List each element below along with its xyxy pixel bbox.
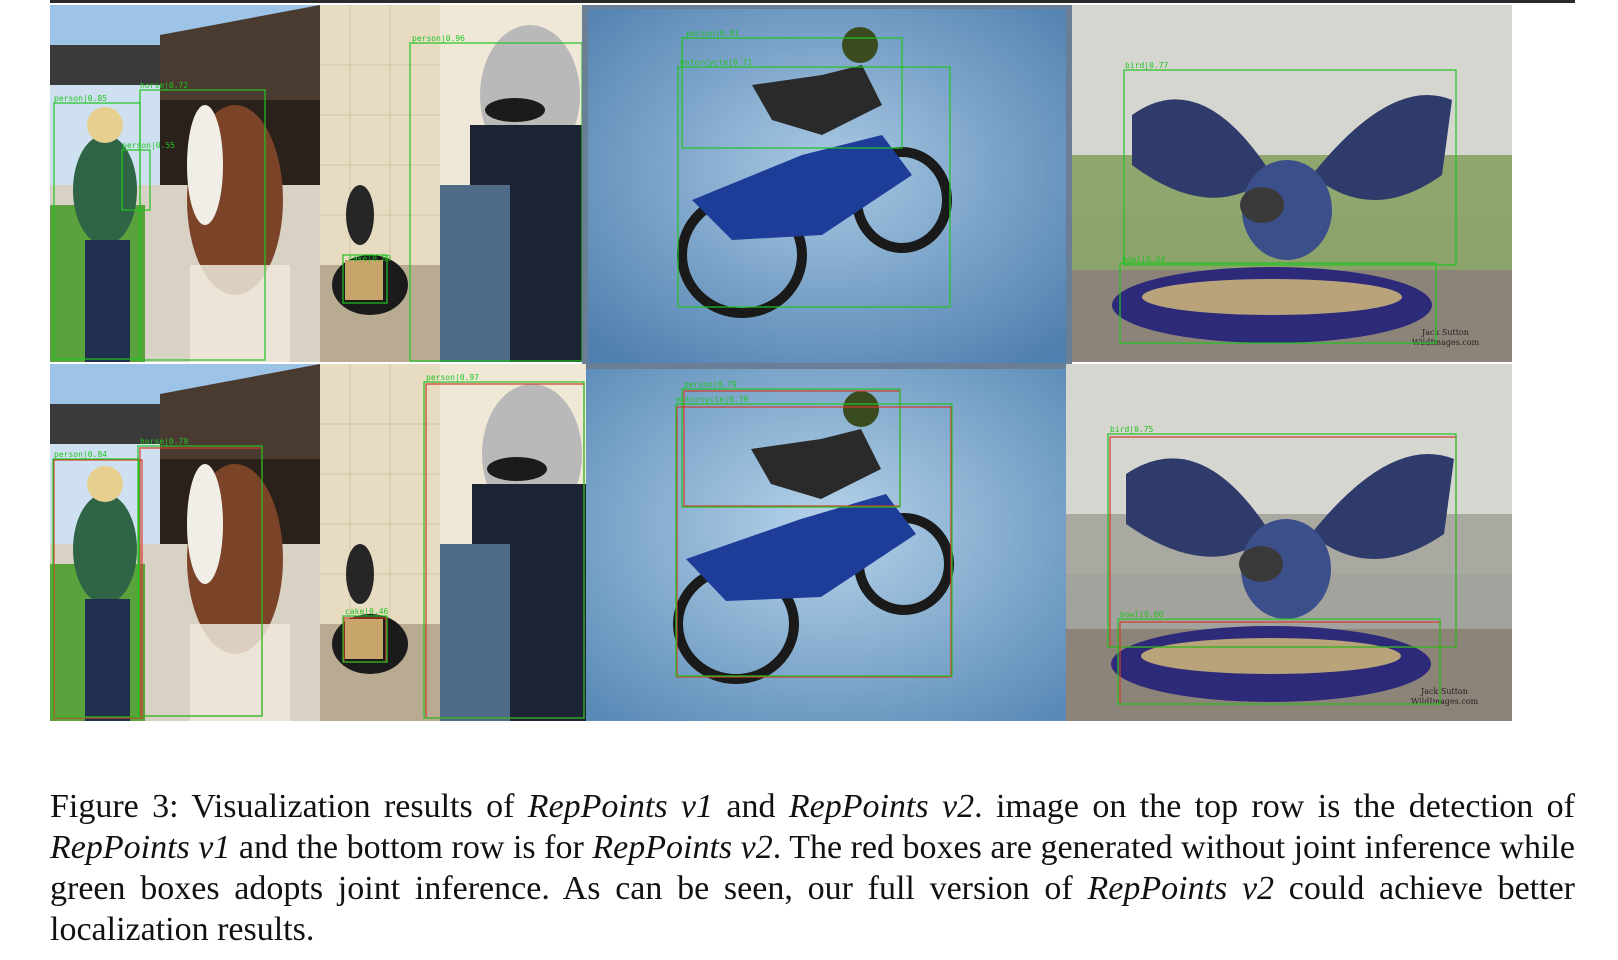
panel-top-bird: Jack Sutton WildImages.com bird|0.77 bow… bbox=[1072, 5, 1512, 362]
det-label: bowl|0.64 bbox=[1122, 255, 1166, 264]
caption-emphasis: RepPoints v2 bbox=[788, 788, 975, 825]
figure-3: horse|0.72 person|0.85 person|0.55 bbox=[50, 5, 1512, 721]
kitchen-photo-bottom: person|0.97 cake|0.46 bbox=[320, 364, 586, 721]
caption-text: and the bottom row is for bbox=[230, 829, 593, 866]
det-label: horse|0.79 bbox=[140, 437, 188, 446]
caption-emphasis: RepPoints v1 bbox=[527, 788, 714, 825]
caption-text: . image on the top row is the detection … bbox=[974, 788, 1575, 825]
det-label: horse|0.72 bbox=[140, 81, 188, 90]
caption-emphasis: RepPoints v1 bbox=[50, 829, 231, 866]
det-label: person|0.79 bbox=[684, 380, 737, 389]
panel-top-motocross: person|0.81 motorcycle|0.71 bbox=[582, 5, 1072, 369]
panel-bottom-bird: Jack Sutton WildImages.com bird|0.75 bow… bbox=[1066, 364, 1512, 721]
top-rule bbox=[50, 0, 1575, 3]
figure-caption: Figure 3: Visualization results of RepPo… bbox=[50, 786, 1575, 950]
watermark: Jack Sutton bbox=[1420, 687, 1468, 696]
watermark: WildImages.com bbox=[1411, 697, 1479, 706]
det-label: person|0.84 bbox=[54, 450, 107, 459]
det-label: motorcycle|0.71 bbox=[680, 58, 752, 67]
det-label: bird|0.77 bbox=[1125, 61, 1169, 70]
det-label: cake|0.46 bbox=[345, 607, 389, 616]
panel-top-horse: horse|0.72 person|0.85 person|0.55 bbox=[50, 5, 320, 362]
panel-bottom-motocross: person|0.79 motorcycle|0.79 bbox=[586, 369, 1066, 721]
caption-text: and bbox=[713, 788, 789, 825]
det-label: bowl|0.60 bbox=[1120, 610, 1164, 619]
bird-photo-bottom: Jack Sutton WildImages.com bird|0.75 bow… bbox=[1066, 364, 1512, 721]
det-label: person|0.55 bbox=[122, 141, 175, 150]
watermark: WildImages.com bbox=[1412, 338, 1480, 347]
motocross-photo-bottom: person|0.79 motorcycle|0.79 bbox=[586, 369, 1066, 721]
watermark: Jack Sutton bbox=[1421, 328, 1469, 337]
caption-text: . The red boxes are generated without jo… bbox=[50, 829, 1576, 907]
horse-photo-top: horse|0.72 person|0.85 person|0.55 bbox=[50, 5, 320, 362]
caption-emphasis: RepPoints v2 bbox=[592, 829, 773, 866]
det-label: person|0.81 bbox=[686, 29, 739, 38]
caption-text: could achieve better localization result… bbox=[50, 870, 1575, 948]
panel-bottom-horse: horse|0.79 person|0.84 bbox=[50, 364, 320, 721]
det-label: person|0.85 bbox=[54, 94, 107, 103]
det-label: motorcycle|0.79 bbox=[676, 395, 748, 404]
det-label: person|0.97 bbox=[426, 373, 479, 382]
motocross-photo-top: person|0.81 motorcycle|0.71 bbox=[582, 5, 1072, 369]
caption-text: Figure 3: Visualization results of bbox=[50, 788, 528, 825]
det-label: cake|0.83 bbox=[348, 254, 392, 263]
panel-bottom-kitchen: person|0.97 cake|0.46 bbox=[320, 364, 586, 721]
kitchen-photo-top: person|0.96 cake|0.83 bbox=[320, 5, 582, 362]
bird-photo-top: Jack Sutton WildImages.com bird|0.77 bow… bbox=[1072, 5, 1512, 362]
det-label: person|0.96 bbox=[412, 34, 465, 43]
caption-emphasis: RepPoints v2 bbox=[1087, 870, 1275, 907]
horse-photo-bottom: horse|0.79 person|0.84 bbox=[50, 364, 320, 721]
det-label: bird|0.75 bbox=[1110, 425, 1154, 434]
panel-top-kitchen: person|0.96 cake|0.83 bbox=[320, 5, 582, 362]
